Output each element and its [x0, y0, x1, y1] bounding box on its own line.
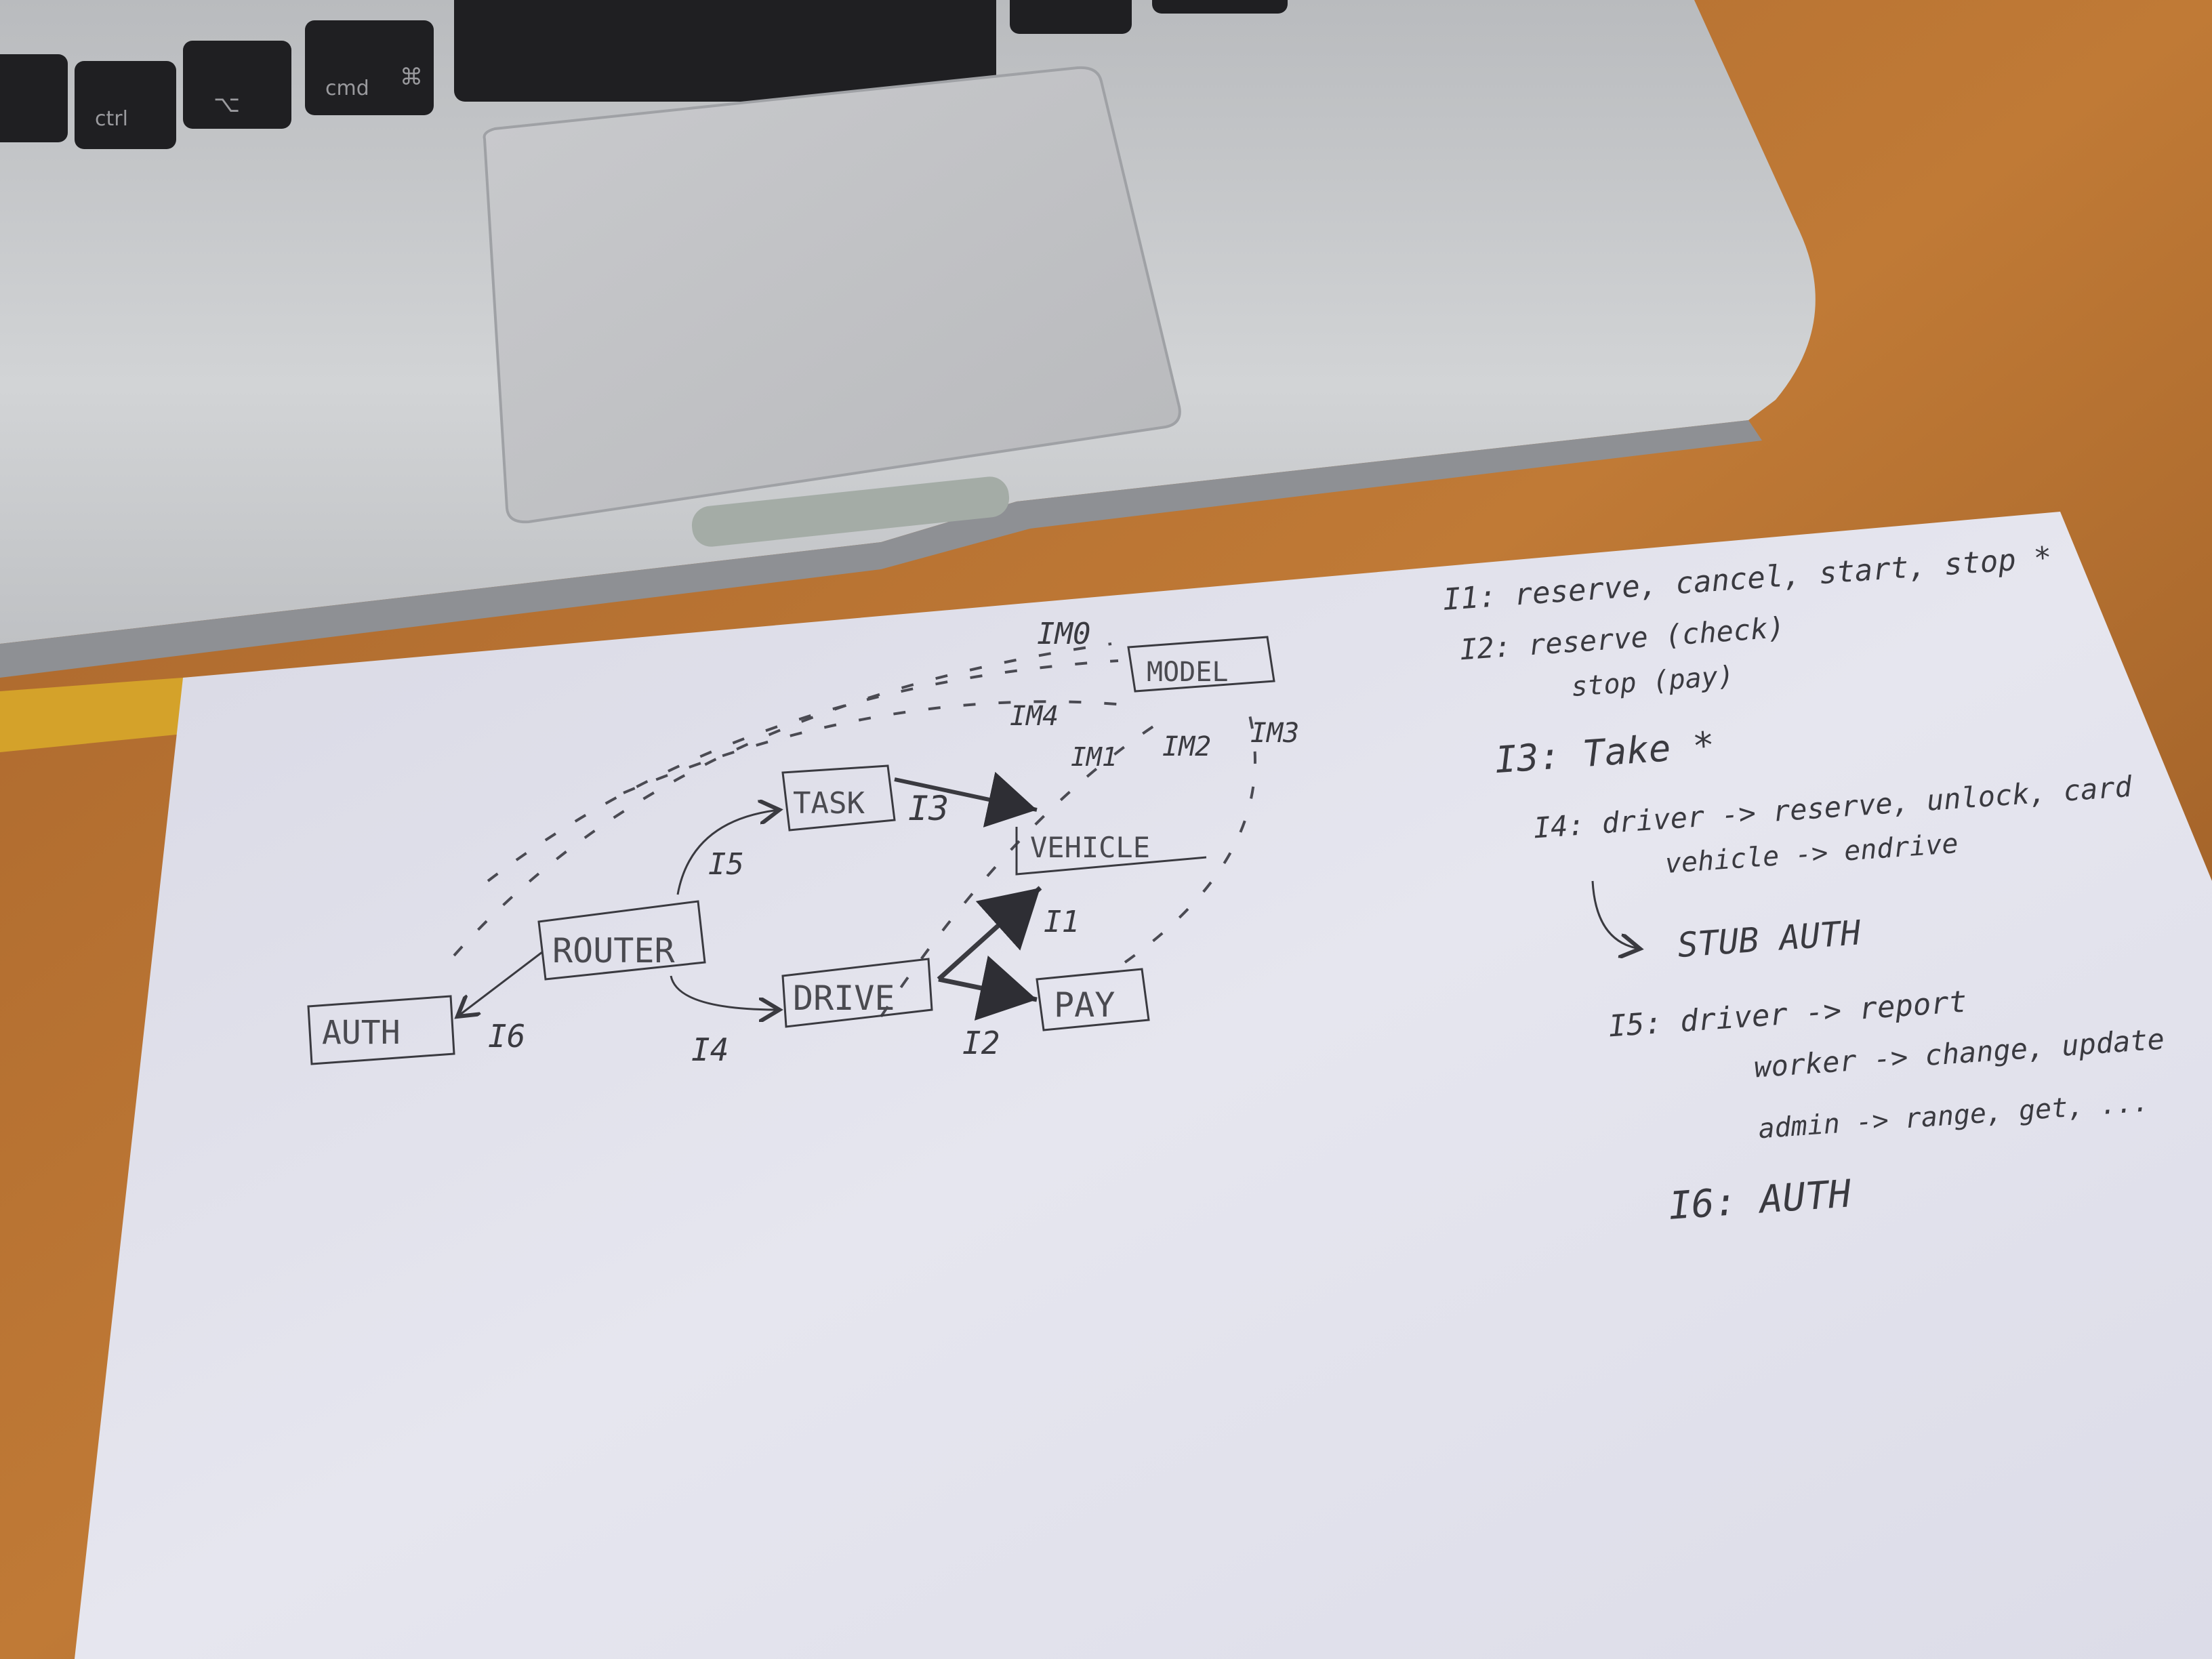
edge-router-drive — [670, 975, 779, 1010]
key-option-symbol: ⌥ — [213, 91, 240, 118]
key-ctrl-label: ctrl — [95, 107, 128, 131]
label-i6: I6 — [488, 1018, 525, 1054]
laptop: ctrl ⌥ cmd ⌘ — [0, 0, 1816, 678]
node-drive-label: DRIVE — [793, 979, 895, 1018]
label-im3: IM3 — [1250, 718, 1299, 749]
label-im1: IM1 — [1071, 742, 1118, 772]
edge-drive-pay — [938, 955, 1038, 1021]
node-drive: DRIVE — [781, 958, 933, 1028]
architecture-diagram: MODEL TASK VEHICLE ROUTER DRIVE PAY AUTH — [307, 636, 1275, 1065]
key-left — [0, 54, 68, 142]
label-i2: I2 — [962, 1025, 1000, 1061]
node-model-label: MODEL — [1147, 657, 1228, 688]
edge-labels: IM0 IM4 IM1 IM2 IM3 I3 I5 I1 I2 I4 I6 — [488, 617, 1299, 1068]
key-cmd: cmd ⌘ — [305, 20, 434, 115]
key-right-option — [1152, 0, 1288, 14]
key-cmd-symbol: ⌘ — [400, 64, 423, 91]
label-i4: I4 — [691, 1031, 729, 1068]
label-im2: IM2 — [1162, 731, 1211, 762]
edge-router-task — [676, 810, 779, 895]
label-i1: I1 — [1044, 905, 1080, 939]
dashed-connections — [453, 642, 1256, 1018]
node-task-label: TASK — [793, 786, 865, 821]
label-im4: IM4 — [1010, 701, 1059, 732]
key-option: ⌥ — [183, 41, 291, 129]
node-pay-label: PAY — [1054, 985, 1115, 1025]
node-vehicle-label: VEHICLE — [1030, 831, 1150, 864]
key-ctrl: ctrl — [75, 61, 176, 149]
node-model: MODEL — [1127, 636, 1275, 693]
key-space — [454, 0, 996, 102]
key-cmd-label: cmd — [325, 77, 369, 100]
lid-notch — [691, 476, 1010, 547]
paper-sheet — [75, 512, 2212, 1659]
node-task: TASK — [781, 764, 896, 832]
node-router: ROUTER — [537, 900, 706, 981]
node-pay: PAY — [1036, 968, 1150, 1031]
node-auth: AUTH — [307, 995, 455, 1065]
node-vehicle: VEHICLE — [1015, 827, 1207, 876]
edge-task-vehicle — [894, 771, 1038, 827]
key-right-cmd — [1010, 0, 1132, 34]
label-im0: IM0 — [1037, 617, 1090, 651]
trackpad — [483, 66, 1181, 524]
edge-drive-vehicle — [937, 886, 1042, 981]
node-auth-label: AUTH — [322, 1014, 401, 1052]
stub-auth-bracket — [1591, 880, 1640, 949]
edge-router-auth — [457, 951, 543, 1017]
label-i3: I3 — [908, 789, 949, 828]
label-i5: I5 — [708, 847, 744, 882]
node-router-label: ROUTER — [552, 931, 676, 970]
